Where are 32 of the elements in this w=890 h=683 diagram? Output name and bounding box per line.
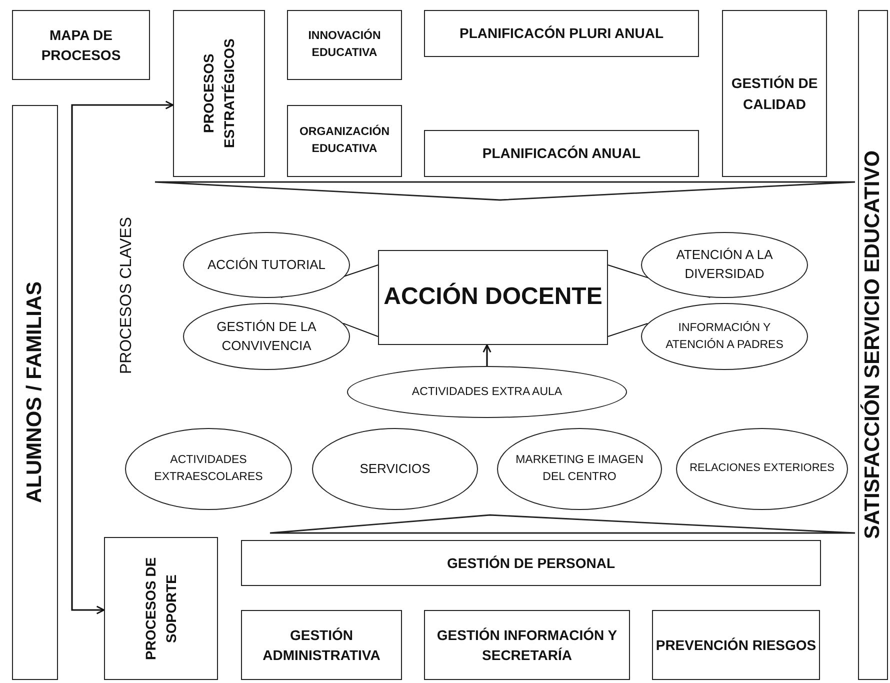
process-box: ORGANIZACIÓN EDUCATIVA: [287, 105, 402, 177]
process-box: GESTIÓN INFORMACIÓN Y SECRETARÍA: [424, 610, 630, 680]
process-ellipse: SERVICIOS: [312, 428, 478, 510]
process-ellipse: RELACIONES EXTERIORES: [676, 428, 848, 510]
group-box: PROCESOS DE SOPORTE: [104, 537, 218, 680]
arrow: [482, 344, 492, 367]
process-box: INNOVACIÓN EDUCATIVA: [287, 10, 402, 80]
connector-line: [608, 323, 648, 337]
section-heading: PROCESOS CLAVES: [117, 215, 136, 375]
stakeholder-bar: ALUMNOS / FAMILIAS: [12, 105, 58, 680]
process-box: PREVENCIÓN RIESGOS: [652, 610, 820, 680]
process-ellipse: INFORMACIÓN Y ATENCIÓN A PADRES: [641, 303, 808, 370]
process-box: GESTIÓN DE CALIDAD: [722, 10, 827, 177]
connector-line: [342, 322, 378, 337]
process-box: GESTIÓN ADMINISTRATIVA: [241, 610, 402, 680]
arrow: [71, 100, 174, 355]
core-process-box: ACCIÓN DOCENTE: [378, 250, 608, 345]
process-ellipse: ATENCIÓN A LA DIVERSIDAD: [641, 232, 808, 298]
process-box: PLANIFICACÓN ANUAL: [424, 130, 699, 177]
divider-chevron: [269, 514, 856, 534]
process-ellipse: MARKETING E IMAGEN DEL CENTRO: [497, 428, 662, 510]
divider-chevron: [154, 181, 856, 201]
process-ellipse: ACCIÓN TUTORIAL: [183, 232, 350, 298]
group-box: PROCESOS ESTRATÉGICOS: [173, 10, 265, 177]
process-box: GESTIÓN DE PERSONAL: [241, 540, 821, 586]
process-ellipse: ACTIVIDADES EXTRAESCOLARES: [125, 428, 292, 510]
process-box: PLANIFICACÓN PLURI ANUAL: [424, 10, 699, 57]
title-box: MAPA DE PROCESOS: [12, 10, 150, 80]
outcome-bar: SATISFACCIÓN SERVICIO EDUCATIVO: [858, 10, 888, 680]
process-ellipse: ACTIVIDADES EXTRA AULA: [347, 366, 627, 418]
arrow: [71, 355, 105, 614]
process-ellipse: GESTIÓN DE LA CONVIVENCIA: [183, 303, 350, 370]
